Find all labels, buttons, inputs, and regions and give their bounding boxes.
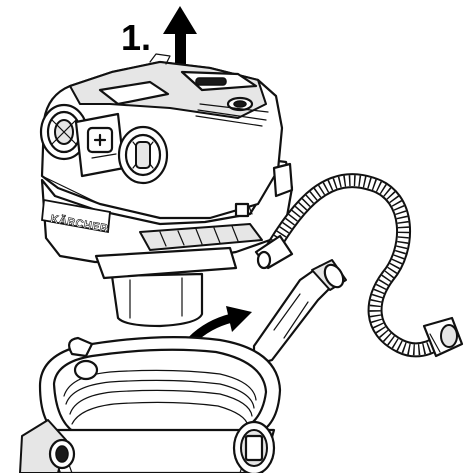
vacuum-container [19, 336, 282, 473]
suction-hose [254, 173, 464, 358]
step-1-label: 1. [121, 17, 151, 58]
vacuum-head: KÄRCHER [39, 53, 294, 328]
suction-elbow [252, 259, 347, 363]
